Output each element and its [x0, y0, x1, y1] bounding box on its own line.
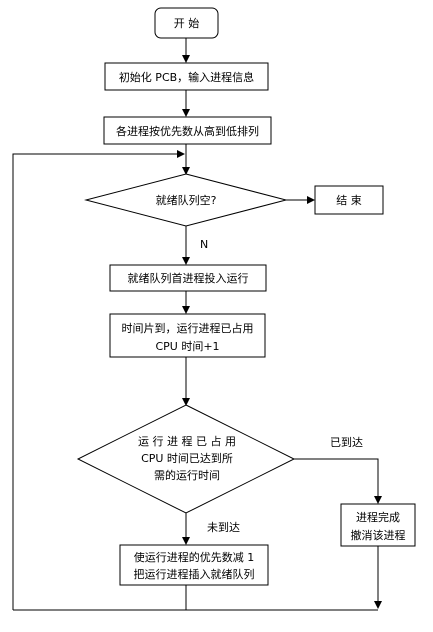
branch-n-label: N: [200, 238, 208, 251]
check-time-line3: 需的运行时间: [154, 468, 220, 482]
time-slice-line2: CPU 时间+1: [155, 340, 219, 353]
check-empty-label: 就绪队列空?: [156, 193, 217, 207]
end-node: 结 束: [314, 185, 384, 215]
decrease-line1: 使运行进程的优先数减 1: [134, 550, 255, 564]
arrow-reached: [294, 458, 382, 504]
check-time-line1: 运 行 进 程 已 占 用: [138, 434, 236, 448]
check-empty-node: 就绪队列空?: [84, 173, 288, 227]
init-label: 初始化 PCB，输入进程信息: [119, 70, 254, 84]
run-head-label: 就绪队列首进程投入运行: [128, 271, 249, 285]
run-head-node: 就绪队列首进程投入运行: [109, 264, 267, 292]
loop-back-line: [12, 150, 185, 610]
start-node: 开 始: [154, 7, 219, 39]
decrease-node: 使运行进程的优先数减 1 把运行进程插入就绪队列: [119, 544, 269, 586]
finish-node: 进程完成 撤消该进程: [340, 503, 416, 547]
start-label: 开 始: [174, 16, 200, 30]
finish-line1: 进程完成: [356, 510, 400, 524]
check-time-node: 运 行 进 程 已 占 用 CPU 时间已达到所 需的运行时间: [76, 404, 296, 514]
not-reached-label: 未到达: [207, 521, 240, 534]
finish-line2: 撤消该进程: [351, 528, 406, 542]
check-time-line2: CPU 时间已达到所: [141, 452, 233, 465]
time-slice-node: 时间片到，运行进程已占用 CPU 时间+1: [109, 313, 266, 358]
reached-label: 已到达: [330, 436, 363, 449]
sort-node: 各进程按优先数从高到低排列: [103, 116, 272, 145]
decrease-line2: 把运行进程插入就绪队列: [134, 567, 255, 581]
init-node: 初始化 PCB，输入进程信息: [104, 62, 269, 91]
sort-label: 各进程按优先数从高到低排列: [116, 124, 259, 138]
time-slice-line1: 时间片到，运行进程已占用: [122, 321, 254, 335]
end-label: 结 束: [336, 194, 362, 207]
